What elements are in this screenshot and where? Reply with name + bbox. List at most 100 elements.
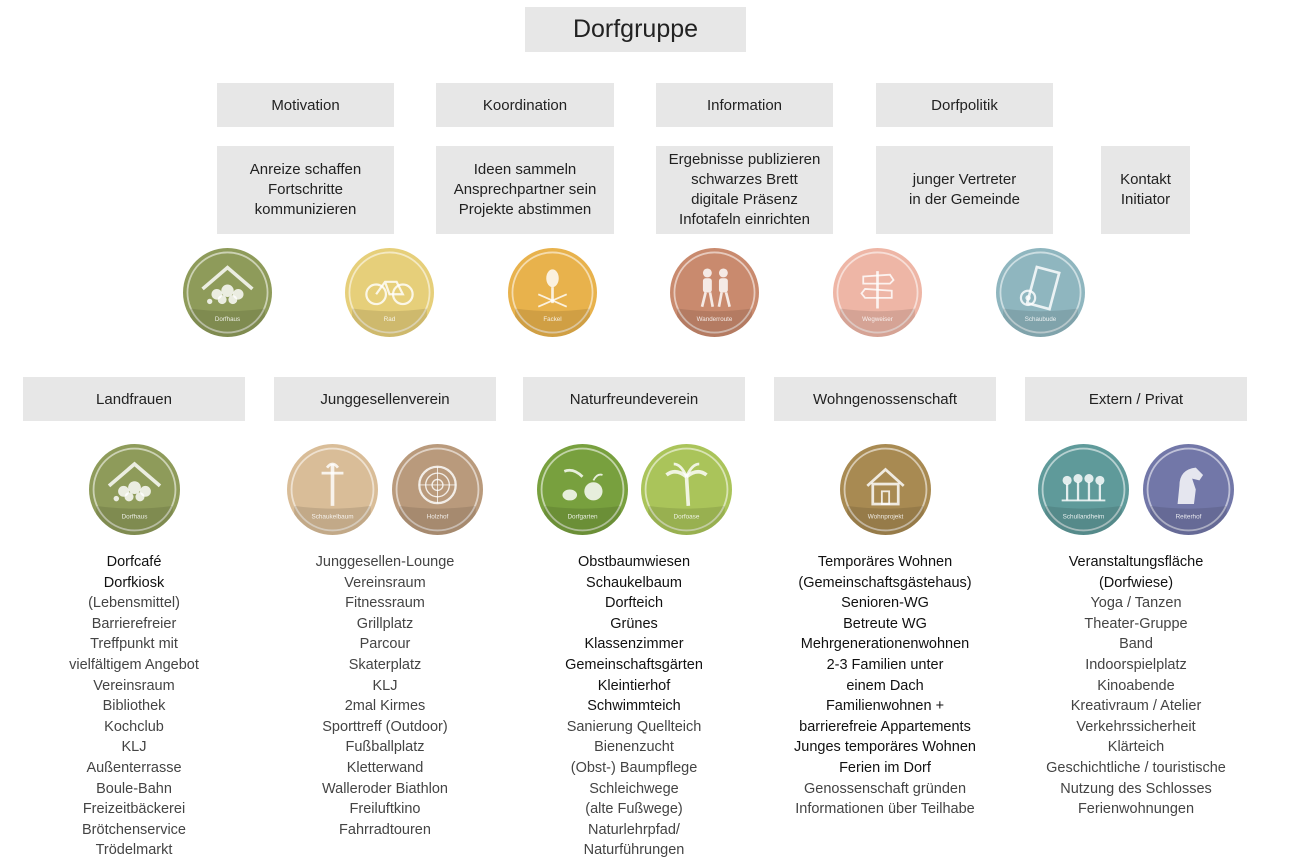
- horse-icon: Reiterhof: [1146, 447, 1231, 535]
- list-item: (Lebensmittel): [88, 595, 180, 612]
- header-label: Koordination: [482, 96, 568, 114]
- garden-icon: Dorfgarten: [537, 444, 628, 535]
- desc-motivation: Anreize schaffen Fortschritte kommunizie…: [217, 146, 394, 234]
- bicycle-icon: Rad: [348, 251, 431, 337]
- list-item: Yoga / Tanzen: [1090, 595, 1182, 612]
- header-motivation: Motivation: [217, 83, 394, 127]
- list-item: Band: [1119, 636, 1153, 653]
- list-item: Fahrradtouren: [339, 821, 431, 838]
- list-item: Sanierung Quellteich: [566, 718, 702, 735]
- list-item: Grillplatz: [356, 615, 414, 632]
- wood-slice-icon: Holzhof: [395, 447, 480, 535]
- desc-line: Infotafeln einrichten: [679, 211, 810, 228]
- badge-label: Dorfgarten: [567, 514, 598, 521]
- dorfhaus-icon: Dorfhaus: [183, 248, 272, 337]
- list-item: Schwimmteich: [587, 698, 681, 715]
- header-label: Information: [706, 96, 783, 114]
- dorfhaus-icon: Dorfhaus: [92, 447, 177, 535]
- list-item: Dorfkiosk: [103, 574, 165, 591]
- signpost-icon: Wegweiser: [833, 248, 922, 337]
- desc-information: Ergebnisse publizieren schwarzes Brett d…: [656, 146, 833, 234]
- list-item: Dorfteich: [604, 595, 664, 612]
- list-item: Schaukelbaum: [586, 574, 682, 591]
- trees-icon: Schullandheim: [1041, 447, 1126, 535]
- list-item: Parcour: [359, 636, 411, 653]
- list-item: Genossenschaft gründen: [803, 780, 967, 797]
- list-item: KLJ: [372, 677, 398, 694]
- list-item: Bienenzucht: [594, 739, 674, 756]
- list-item: Familienwohnen +: [825, 698, 945, 715]
- list-item: Barrierefreier: [91, 615, 177, 632]
- horse-icon: Reiterhof: [1143, 444, 1234, 535]
- wood-slice-icon: Holzhof: [392, 444, 483, 535]
- header-label: Dorfpolitik: [931, 96, 998, 114]
- list-item: Sporttreff (Outdoor): [322, 718, 448, 735]
- list-item: Außenterrasse: [86, 759, 182, 776]
- list-item: Klärteich: [1107, 739, 1165, 756]
- badge-label: Rad: [384, 316, 396, 323]
- list-item: Trödelmarkt: [95, 842, 173, 859]
- dorfhaus-icon: Dorfhaus: [89, 444, 180, 535]
- list-item: Dorfcafé: [106, 554, 162, 570]
- list-item: Bibliothek: [102, 698, 166, 715]
- list-item: Klassenzimmer: [584, 636, 684, 653]
- list-item: Naturführungen: [583, 842, 685, 859]
- film-icon: Schaubude: [996, 248, 1085, 337]
- list-item: (Dorfwiese): [1098, 574, 1174, 591]
- list-item: Kleintierhof: [597, 677, 671, 694]
- list-item: Indoorspielplatz: [1085, 656, 1187, 673]
- desc-line: digitale Präsenz: [691, 191, 798, 208]
- garden-icon: Dorfgarten: [540, 447, 625, 535]
- torch-icon: Fackel: [508, 248, 597, 337]
- list-item: (alte Fußwege): [585, 801, 683, 818]
- list-item: (Obst-) Baumpflege: [570, 759, 698, 776]
- signpost-icon: Wegweiser: [836, 251, 919, 337]
- list-item: Kinoabende: [1097, 677, 1175, 694]
- hikers-icon: Wanderroute: [670, 248, 759, 337]
- badge-label: Schaubude: [1025, 316, 1057, 323]
- group-header-wohngenossenschaft: Wohngenossenschaft: [774, 377, 996, 421]
- desc-line: Anreize schaffen: [249, 161, 362, 178]
- header-information: Information: [656, 83, 833, 127]
- list-item: Treffpunkt mit: [90, 636, 178, 653]
- diagram-title: Dorfgruppe: [525, 7, 746, 52]
- list-item: Kreativraum / Atelier: [1070, 698, 1202, 715]
- group-header-junggesellenverein: Junggesellenverein: [274, 377, 496, 421]
- list-item: Temporäres Wohnen: [817, 554, 953, 570]
- list-item: 2-3 Familien unter: [826, 656, 944, 673]
- badge-label: Schullandheim: [1063, 514, 1105, 521]
- list-item: Gemeinschaftsgärten: [565, 656, 703, 673]
- list-item: vielfältigem Angebot: [69, 656, 199, 673]
- list-item: Theater-Gruppe: [1084, 615, 1188, 632]
- group-label: Naturfreundeverein: [569, 390, 699, 408]
- desc-dorfpolitik: junger Vertreter in der Gemeinde: [876, 146, 1053, 234]
- list-item: einem Dach: [846, 677, 924, 694]
- list-item: Senioren-WG: [841, 595, 929, 612]
- desc-line: Projekte abstimmen: [458, 201, 592, 218]
- list-item: Brötchenservice: [82, 821, 186, 838]
- film-icon: Schaubude: [999, 251, 1082, 337]
- group-header-extern: Extern / Privat: [1025, 377, 1247, 421]
- list-item: Fitnessraum: [345, 595, 425, 612]
- desc-line: Kontakt: [1120, 171, 1171, 188]
- list-item: Grünes: [610, 615, 658, 632]
- list-item: (Gemeinschaftsgästehaus): [798, 574, 972, 591]
- palm-icon: Dorfoase: [644, 447, 729, 535]
- desc-line: kommunizieren: [254, 201, 357, 218]
- list-item: Vereinsraum: [93, 677, 175, 694]
- group-label: Extern / Privat: [1088, 390, 1184, 408]
- header-label: Motivation: [271, 96, 340, 114]
- maypole-icon: Schaukelbaum: [290, 447, 375, 535]
- list-item: Schleichwege: [589, 780, 679, 797]
- group-label: Wohngenossenschaft: [813, 390, 957, 408]
- bicycle-icon: Rad: [345, 248, 434, 337]
- diagram-title-text: Dorfgruppe: [572, 15, 699, 43]
- desc-line: Ergebnisse publizieren: [668, 151, 821, 168]
- desc-line: Initiator: [1120, 191, 1171, 208]
- badge-label: Wanderroute: [697, 316, 733, 323]
- list-item: Kletterwand: [346, 759, 424, 776]
- group-header-landfrauen: Landfrauen: [23, 377, 245, 421]
- list-item: Junges temporäres Wohnen: [794, 739, 976, 756]
